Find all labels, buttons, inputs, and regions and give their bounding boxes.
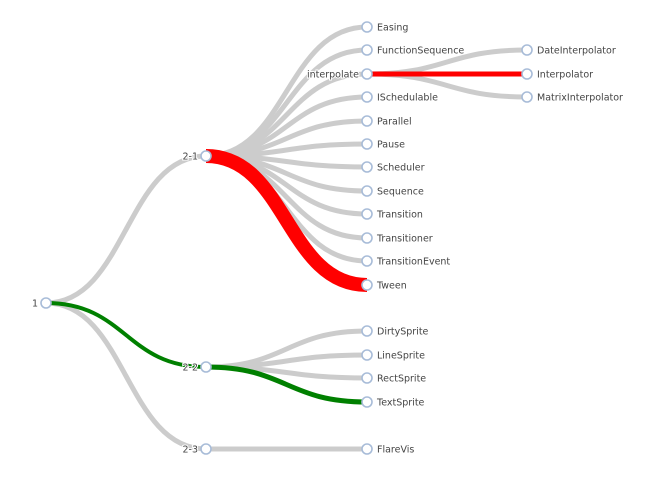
node-circle[interactable]	[361, 349, 373, 361]
node-label: DateInterpolator	[537, 46, 616, 57]
tree-node-pause[interactable]: Pause	[361, 138, 405, 151]
tree-node-transitioner[interactable]: Transitioner	[361, 232, 433, 245]
node-circle[interactable]	[361, 68, 373, 80]
tree-node-parallel[interactable]: Parallel	[361, 115, 412, 128]
node-label: Transition	[376, 210, 423, 221]
tree-node-linesprite[interactable]: LineSprite	[361, 349, 425, 362]
tree-node-ischedulable[interactable]: ISchedulable	[361, 91, 438, 104]
node-label: 1	[32, 299, 38, 310]
tree-node-flarevis[interactable]: FlareVis	[361, 443, 414, 456]
node-circle[interactable]	[361, 161, 373, 173]
node-label: MatrixInterpolator	[537, 93, 623, 104]
tree-node-dateinterpolator[interactable]: DateInterpolator	[521, 44, 616, 57]
node-circle[interactable]	[200, 443, 212, 455]
node-label: DirtySprite	[377, 327, 429, 338]
node-circle[interactable]	[361, 115, 373, 127]
node-circle[interactable]	[361, 279, 373, 291]
node-label: RectSprite	[377, 374, 426, 385]
node-circle[interactable]	[361, 138, 373, 150]
node-label: 2-2	[182, 363, 198, 374]
tree-node-dirtysprite[interactable]: DirtySprite	[361, 325, 429, 338]
node-circle[interactable]	[361, 372, 373, 384]
tree-node-rectsprite[interactable]: RectSprite	[361, 372, 426, 385]
node-label: TextSprite	[376, 398, 425, 409]
edge-2-1-to-tween	[205, 149, 368, 292]
node-circle[interactable]	[521, 68, 533, 80]
node-label: TransitionEvent	[376, 257, 450, 268]
node-label: Parallel	[377, 117, 412, 128]
tree-node-matrixinterpolator[interactable]: MatrixInterpolator	[521, 91, 623, 104]
tree-node-scheduler[interactable]: Scheduler	[361, 161, 425, 174]
tree-node-1[interactable]: 1	[31, 297, 52, 311]
tree-node-transition[interactable]: Transition	[361, 208, 423, 221]
edge-1-to-2-2	[45, 301, 207, 369]
tree-node-textsprite[interactable]: TextSprite	[361, 396, 425, 409]
node-circle[interactable]	[361, 91, 373, 103]
node-circle[interactable]	[361, 325, 373, 337]
tree-node-sequence[interactable]: Sequence	[361, 185, 424, 198]
tree-node-functionsequence[interactable]: FunctionSequence	[361, 44, 464, 57]
node-circle[interactable]	[361, 232, 373, 244]
tree-node-2-1[interactable]: 2-1	[181, 150, 212, 164]
edge-1-to-2-3	[45, 300, 207, 452]
edge-2-2-to-textsprite	[205, 364, 368, 405]
node-label: FunctionSequence	[377, 46, 464, 57]
node-label: Sequence	[377, 187, 424, 198]
node-label: 2-1	[182, 152, 198, 163]
node-circle[interactable]	[361, 396, 373, 408]
node-circle[interactable]	[361, 443, 373, 455]
node-circle[interactable]	[361, 185, 373, 197]
tree-node-easing[interactable]: Easing	[361, 21, 408, 34]
tree-node-interpolate[interactable]: interpolate	[306, 68, 373, 82]
node-circle[interactable]	[361, 208, 373, 220]
node-circle[interactable]	[361, 255, 373, 267]
node-circle[interactable]	[361, 21, 373, 33]
node-label: Interpolator	[537, 70, 593, 81]
node-circle[interactable]	[521, 44, 533, 56]
node-label: Transitioner	[376, 234, 433, 245]
node-label: ISchedulable	[377, 93, 438, 104]
tree-node-tween[interactable]: Tween	[361, 279, 407, 292]
node-circle[interactable]	[521, 91, 533, 103]
node-label: Pause	[377, 140, 405, 151]
tree-node-2-3[interactable]: 2-3	[181, 443, 212, 457]
node-label: Tween	[376, 281, 407, 292]
node-label: FlareVis	[377, 445, 414, 456]
node-circle[interactable]	[200, 150, 212, 162]
node-circle[interactable]	[200, 361, 212, 373]
node-label: 2-3	[182, 445, 198, 456]
node-label: LineSprite	[377, 351, 425, 362]
tree-node-2-2[interactable]: 2-2	[181, 361, 212, 375]
node-circle[interactable]	[361, 44, 373, 56]
node-label: interpolate	[307, 70, 359, 81]
highlighted-edges	[45, 71, 527, 405]
tree-node-interpolator[interactable]: Interpolator	[521, 68, 593, 81]
node-label: Easing	[377, 23, 408, 34]
tree-node-transitionevent[interactable]: TransitionEvent	[361, 255, 450, 268]
node-circle[interactable]	[40, 297, 52, 309]
node-label: Scheduler	[377, 163, 425, 174]
edge-1-to-2-1	[45, 153, 207, 306]
